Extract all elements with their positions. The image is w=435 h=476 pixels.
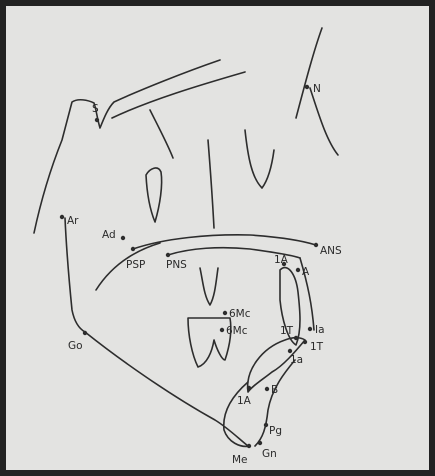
label-1a: 1a (290, 354, 303, 366)
anatomical-outlines (34, 28, 338, 446)
orbit-outline (208, 140, 214, 228)
point-A (296, 268, 300, 272)
point-Ad (121, 236, 125, 240)
nasal-bone-upper (296, 28, 322, 118)
label-S: S (92, 103, 99, 115)
ramus-anterior (150, 110, 173, 158)
label-Go: Go (68, 340, 83, 352)
point-1T-lower (303, 340, 307, 344)
label-1T-lower: 1T (310, 341, 324, 353)
point-Pg (264, 423, 268, 427)
point-S (95, 118, 99, 122)
upper-molar (200, 268, 218, 305)
label-ANS: ANS (320, 245, 342, 257)
lower-molar (188, 318, 231, 367)
point-6Mc-upper (223, 311, 227, 315)
label-Pg: Pg (269, 425, 282, 437)
point-1A-lower (247, 386, 251, 390)
label-1T-upper: 1T (280, 325, 294, 337)
label-A: A (302, 266, 310, 278)
label-Gn: Gn (262, 448, 277, 460)
label-Ar: Ar (67, 215, 79, 227)
point-N (305, 85, 309, 89)
posterior-ramus-line (65, 218, 85, 332)
orbit-curve (245, 130, 274, 188)
pterygoid-fissure (146, 168, 162, 222)
label-6Mc-lower: 6Mc (226, 325, 248, 337)
label-1A-upper: 1A (274, 254, 289, 266)
label-Me: Me (232, 454, 248, 466)
point-Ia (308, 327, 312, 331)
label-PNS: PNS (166, 259, 187, 271)
label-Ia: Ia (315, 324, 325, 336)
point-6Mc-lower (220, 328, 224, 332)
label-6Mc-upper: 6Mc (229, 308, 251, 320)
label-Ad: Ad (102, 229, 116, 241)
nasal-bone-lower (310, 88, 338, 155)
point-Ar (60, 215, 64, 219)
label-B: B (271, 384, 278, 396)
cranial-base-inner (112, 72, 245, 118)
label-1A-lower: 1A (237, 395, 252, 407)
cranial-base-outline (34, 60, 220, 233)
point-B (265, 387, 269, 391)
point-PSP (131, 247, 135, 251)
point-1T-upper (294, 336, 298, 340)
point-Me (247, 444, 251, 448)
label-PSP: PSP (126, 259, 145, 271)
point-1a (288, 349, 292, 353)
point-Go (83, 331, 87, 335)
label-N: N (313, 83, 321, 95)
landmark-points (60, 85, 318, 448)
point-Gn (258, 441, 262, 445)
point-ANS (314, 243, 318, 247)
point-PNS (166, 253, 170, 257)
